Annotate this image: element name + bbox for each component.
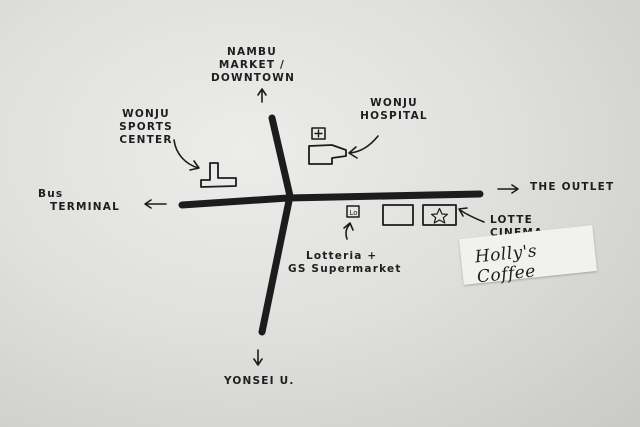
hospital-building (308, 144, 347, 165)
road-diagonal (258, 114, 294, 336)
hospital-line-2: HOSPITAL (360, 110, 428, 122)
sports-center-building (200, 162, 237, 188)
bus-terminal-label: Bus TERMINAL (38, 188, 138, 214)
arrow-right-outlet (497, 184, 519, 194)
hospital-small-box (311, 127, 326, 140)
yonsei-label: YONSEI U. (224, 375, 295, 387)
hospital-line-1: WONJU (370, 97, 418, 109)
arrow-lotte (458, 207, 485, 223)
the-outlet-label: THE OUTLET (530, 181, 615, 193)
arrow-left-bus (144, 199, 167, 209)
arrow-up-nambu (257, 88, 267, 103)
lotte-line-1: LOTTE (490, 214, 533, 226)
arrow-down-yonsei (253, 349, 263, 366)
nambu-line-1: NAMBU (227, 46, 277, 58)
arrow-hospital (348, 135, 379, 159)
wonju-hospital-label: WONJU HOSPITAL (356, 97, 432, 123)
wonju-sports-label: WONJU SPORTS CENTER (108, 108, 184, 147)
nambu-label: NAMBU MARKET / DOWNTOWN (211, 46, 296, 85)
bus-line-1: Bus (38, 188, 64, 200)
bus-line-2: TERMINAL (50, 201, 120, 213)
nambu-line-2: MARKET / (218, 59, 286, 71)
nambu-line-3: DOWNTOWN (211, 72, 296, 84)
sports-line-2: SPORTS (119, 121, 173, 133)
arrow-sports-center (173, 139, 200, 171)
lotteria-box-icon (346, 205, 360, 218)
sports-line-1: WONJU (122, 108, 170, 120)
arrow-lotteria (343, 222, 354, 240)
sports-line-3: CENTER (119, 134, 173, 146)
star-icon (430, 207, 449, 224)
svg-text:Lo: Lo (350, 209, 358, 217)
lotte-cinema-building (422, 204, 457, 226)
lotteria-line-2: GS Supermarket (288, 263, 402, 275)
road-horizontal (178, 190, 484, 209)
hospital-cross-icon (314, 129, 323, 138)
gs-supermarket-building (382, 204, 414, 226)
lotteria-line-1: Lotteria + (306, 250, 378, 262)
lotteria-label: Lotteria + GS Supermarket (288, 250, 418, 276)
